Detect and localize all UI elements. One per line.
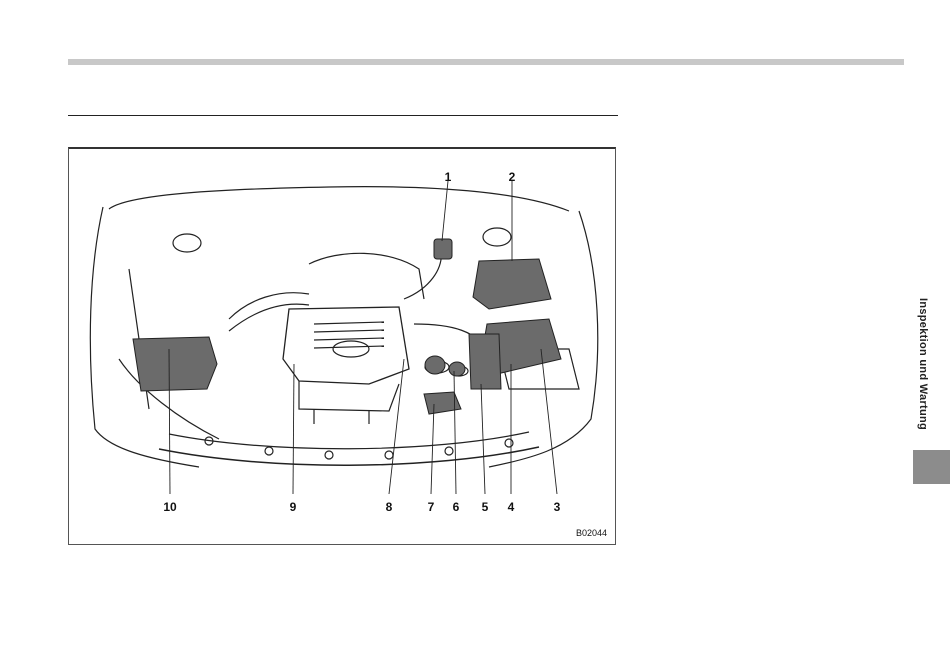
callout-3: 3 <box>554 501 561 513</box>
callout-1: 1 <box>445 171 452 183</box>
figure-code: B02044 <box>576 528 607 538</box>
callout-5: 5 <box>482 501 489 513</box>
engine-compartment-figure: 1 2 3 4 5 6 7 8 9 10 B02044 <box>68 147 616 545</box>
chapter-thumb-tab <box>913 450 950 484</box>
chapter-side-label: Inspektion und Wartung <box>917 298 929 430</box>
engine-illustration <box>69 149 617 547</box>
callout-4: 4 <box>508 501 515 513</box>
section-rule <box>68 115 618 116</box>
callout-9: 9 <box>290 501 297 513</box>
callout-6: 6 <box>453 501 460 513</box>
callout-8: 8 <box>386 501 393 513</box>
callout-10: 10 <box>163 501 176 513</box>
callout-7: 7 <box>428 501 435 513</box>
callout-2: 2 <box>509 171 516 183</box>
header-rule <box>68 59 904 65</box>
